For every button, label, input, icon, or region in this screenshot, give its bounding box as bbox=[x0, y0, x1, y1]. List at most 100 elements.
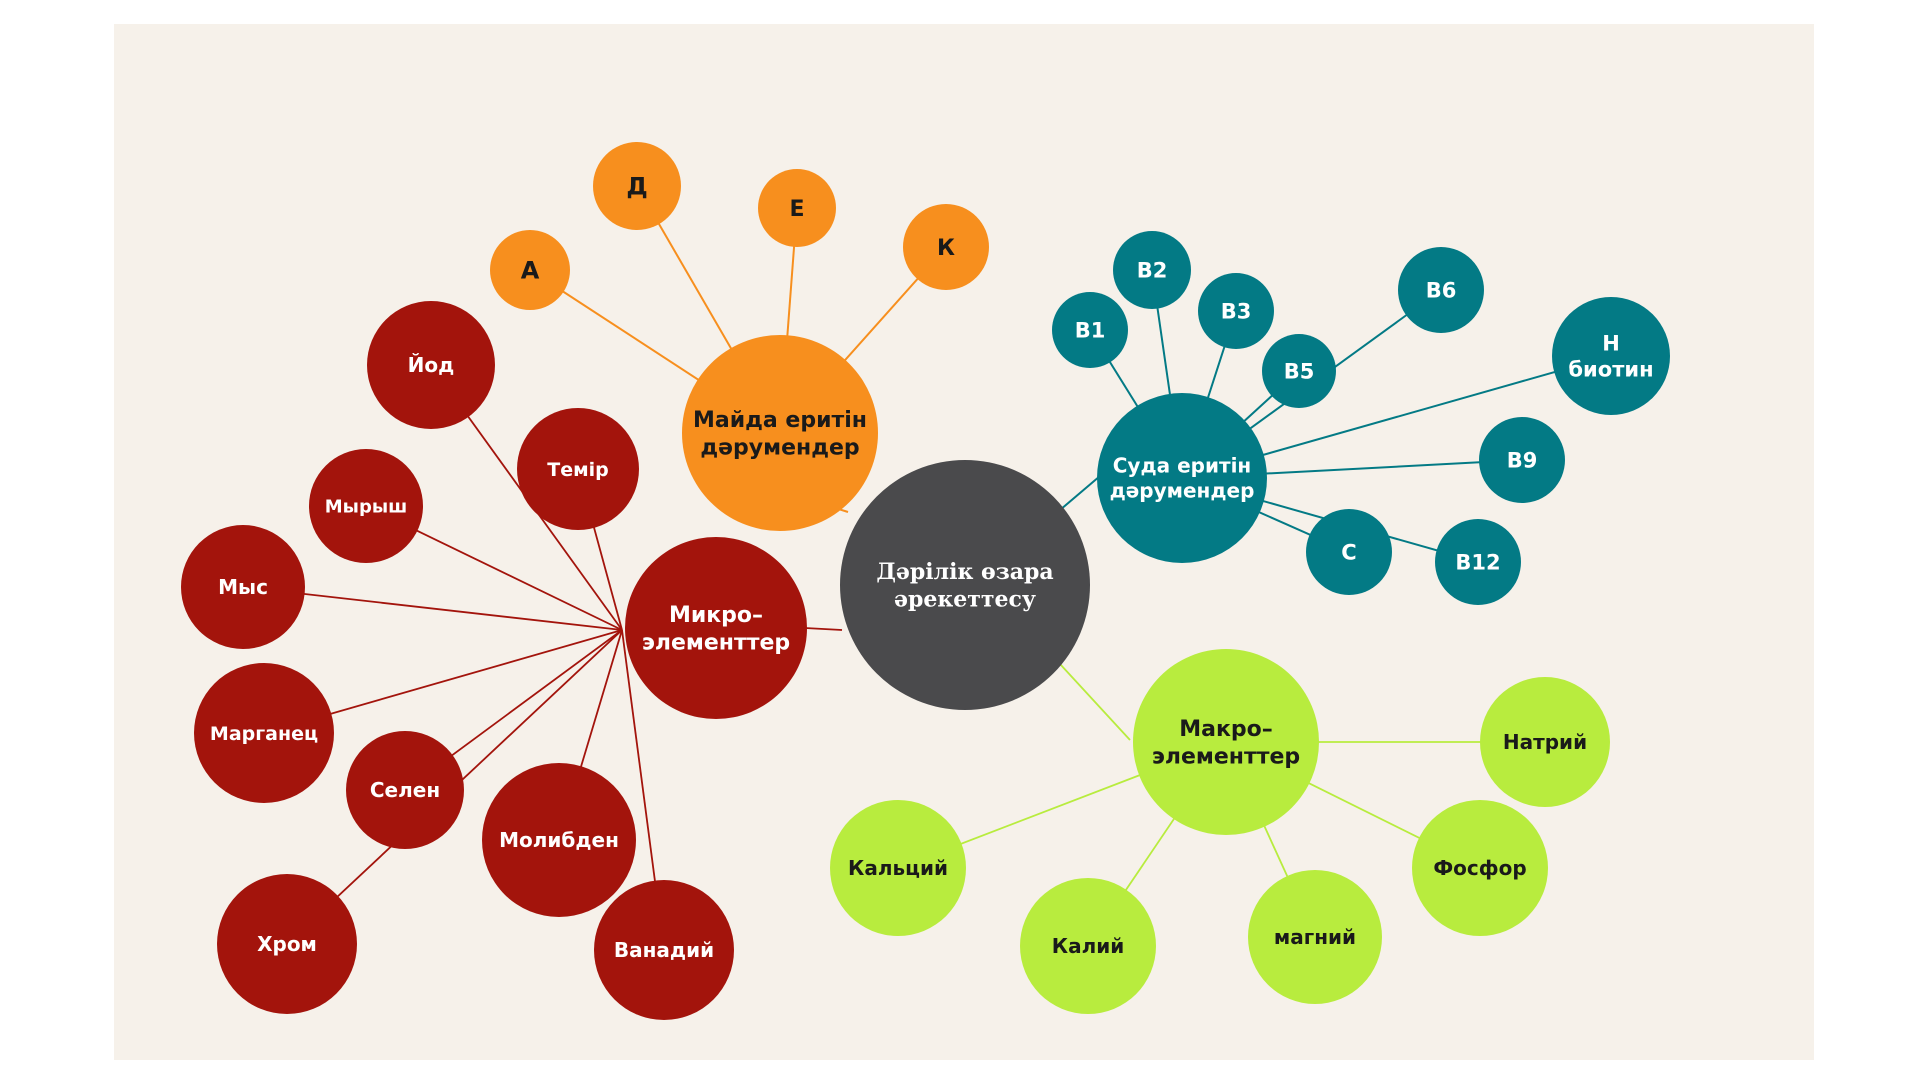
macro-item-3: Калий bbox=[1020, 878, 1156, 1014]
macro-item-0: Натрий bbox=[1480, 677, 1610, 807]
center-node-circle bbox=[840, 460, 1090, 710]
water_soluble-item-1: В2 bbox=[1113, 231, 1191, 309]
water_soluble-item-0-circle bbox=[1052, 292, 1128, 368]
water_soluble-item-0-label: В1 bbox=[1075, 319, 1106, 343]
micro-item-7-label: Хром bbox=[257, 932, 317, 956]
water_soluble-item-8-label: В12 bbox=[1455, 551, 1500, 575]
water_soluble-item-7-circle bbox=[1306, 509, 1392, 595]
macro-center-link bbox=[1059, 663, 1131, 741]
macro-item-4-circle bbox=[830, 800, 966, 936]
water_soluble-item-0: В1 bbox=[1052, 292, 1128, 368]
water_soluble-item-6-label: В9 bbox=[1507, 449, 1538, 473]
macro-item-4: Кальций bbox=[830, 800, 966, 936]
water_soluble-item-6: В9 bbox=[1479, 417, 1565, 503]
micro-item-6: Молибден bbox=[482, 763, 636, 917]
micro-hub-node: Микро–элементтер bbox=[625, 537, 807, 719]
fat_soluble-item-3: К bbox=[903, 204, 989, 290]
water_soluble-item-3-label: В5 bbox=[1284, 360, 1315, 384]
micro-item-4: Марганец bbox=[194, 663, 334, 803]
fat_soluble-item-3-circle bbox=[903, 204, 989, 290]
water_soluble-item-7-label: С bbox=[1341, 541, 1356, 565]
micro-hub-node-circle bbox=[625, 537, 807, 719]
water_soluble-item-1-circle bbox=[1113, 231, 1191, 309]
fat_soluble-item-2-label: Е bbox=[789, 197, 804, 222]
fat_soluble-item-1-circle bbox=[593, 142, 681, 230]
macro-hub-node: Макро–элементтер bbox=[1133, 649, 1319, 835]
micro-item-0: Йод bbox=[367, 301, 495, 429]
macro-item-1-label: Фосфор bbox=[1433, 856, 1526, 880]
water_soluble-item-3-circle bbox=[1262, 334, 1336, 408]
micro-item-3-label: Мыс bbox=[218, 575, 268, 599]
micro-item-8-label: Ванадий bbox=[614, 938, 714, 962]
macro-item-2-circle bbox=[1248, 870, 1382, 1004]
macro-item-2: магний bbox=[1248, 870, 1382, 1004]
micro-item-8-circle bbox=[594, 880, 734, 1020]
water_soluble-item-6-circle bbox=[1479, 417, 1565, 503]
micro-item-4-label: Марганец bbox=[210, 723, 318, 745]
micro-item-2: Мырыш bbox=[309, 449, 423, 563]
water_soluble-item-2: В3 bbox=[1198, 273, 1274, 349]
micro-item-2-circle bbox=[309, 449, 423, 563]
macro-item-3-circle bbox=[1020, 878, 1156, 1014]
micro-item-1-label: Темір bbox=[547, 459, 609, 481]
micro-link-3 bbox=[242, 586, 623, 631]
fat_soluble-item-0: А bbox=[490, 230, 570, 310]
fat_soluble-item-1-label: Д bbox=[626, 173, 647, 201]
micro-item-0-circle bbox=[367, 301, 495, 429]
micro-center-link bbox=[804, 627, 843, 631]
micro-item-5-label: Селен bbox=[370, 778, 440, 802]
water_soluble-item-2-label: В3 bbox=[1221, 300, 1252, 324]
water_soluble-item-2-circle bbox=[1198, 273, 1274, 349]
fat_soluble-item-3-label: К bbox=[937, 236, 955, 261]
micro-item-3-circle bbox=[181, 525, 305, 649]
macro-item-0-circle bbox=[1480, 677, 1610, 807]
macro-item-1-circle bbox=[1412, 800, 1548, 936]
micro-item-6-label: Молибден bbox=[499, 828, 619, 852]
fat_soluble-item-2: Е bbox=[758, 169, 836, 247]
macro-item-1: Фосфор bbox=[1412, 800, 1548, 936]
micro-item-7-circle bbox=[217, 874, 357, 1014]
water_soluble-item-4-label: В6 bbox=[1426, 279, 1457, 303]
water_soluble-item-5-circle bbox=[1552, 297, 1670, 415]
macro-hub-node-label: Макро–элементтер bbox=[1152, 717, 1300, 770]
micro-item-1: Темір bbox=[517, 408, 639, 530]
micro-item-3: Мыс bbox=[181, 525, 305, 649]
micro-item-8: Ванадий bbox=[594, 880, 734, 1020]
fat_soluble-item-2-circle bbox=[758, 169, 836, 247]
fat_soluble-hub-node-circle bbox=[682, 335, 878, 531]
water_soluble-center-link bbox=[1059, 475, 1101, 511]
macro-item-4-label: Кальций bbox=[848, 856, 948, 880]
fat_soluble-item-0-label: А bbox=[521, 257, 540, 285]
macro-item-3-label: Калий bbox=[1052, 934, 1125, 958]
water_soluble-item-8-circle bbox=[1435, 519, 1521, 605]
micro-item-7: Хром bbox=[217, 874, 357, 1014]
water_soluble-hub-node-circle bbox=[1097, 393, 1267, 563]
water_soluble-item-1-label: В2 bbox=[1137, 259, 1168, 283]
water_soluble-item-4-circle bbox=[1398, 247, 1484, 333]
macro-item-0-label: Натрий bbox=[1503, 730, 1587, 754]
micro-item-5: Селен bbox=[346, 731, 464, 849]
micro-item-1-circle bbox=[517, 408, 639, 530]
micro-item-2-label: Мырыш bbox=[325, 496, 407, 517]
water_soluble-item-3: В5 bbox=[1262, 334, 1336, 408]
fat_soluble-item-1: Д bbox=[593, 142, 681, 230]
micro-item-0-label: Йод bbox=[408, 353, 455, 377]
fat_soluble-item-0-circle bbox=[490, 230, 570, 310]
micro-item-4-circle bbox=[194, 663, 334, 803]
micro-item-5-circle bbox=[346, 731, 464, 849]
micro-item-6-circle bbox=[482, 763, 636, 917]
macro-item-2-label: магний bbox=[1274, 925, 1356, 949]
water_soluble-item-8: В12 bbox=[1435, 519, 1521, 605]
water_soluble-item-4: В6 bbox=[1398, 247, 1484, 333]
micro-hub-node-label: Микро–элементтер bbox=[642, 603, 790, 656]
